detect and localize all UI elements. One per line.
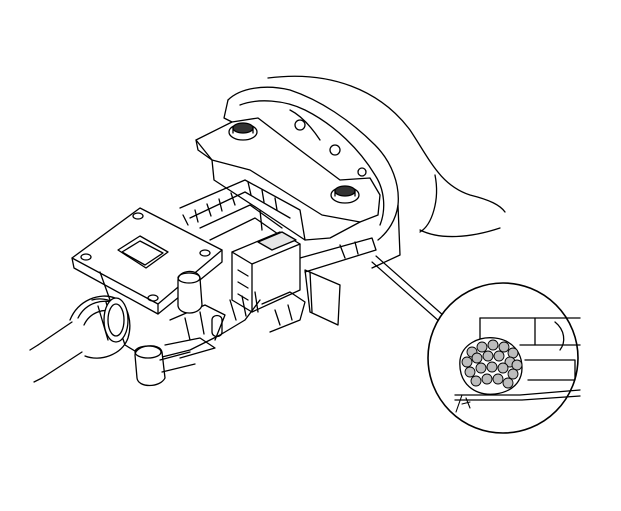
upper-shroud bbox=[223, 86, 401, 269]
top-mounting-bracket bbox=[195, 117, 381, 241]
lock-cylinder bbox=[134, 337, 216, 387]
electrical-module bbox=[231, 231, 301, 313]
dash-trim-outline bbox=[267, 75, 506, 238]
mounting-stud-left bbox=[228, 122, 258, 141]
shroud-fasteners bbox=[289, 109, 367, 177]
column-jacket bbox=[179, 179, 306, 241]
detail-wiring-bundle bbox=[454, 317, 581, 413]
tilt-lever bbox=[299, 237, 377, 326]
flange-bolt-holes bbox=[80, 212, 211, 302]
mounting-stud-right bbox=[330, 185, 360, 204]
detail-leader-line bbox=[371, 255, 445, 323]
shaft-boot bbox=[69, 295, 131, 359]
steering-shaft bbox=[29, 321, 83, 383]
